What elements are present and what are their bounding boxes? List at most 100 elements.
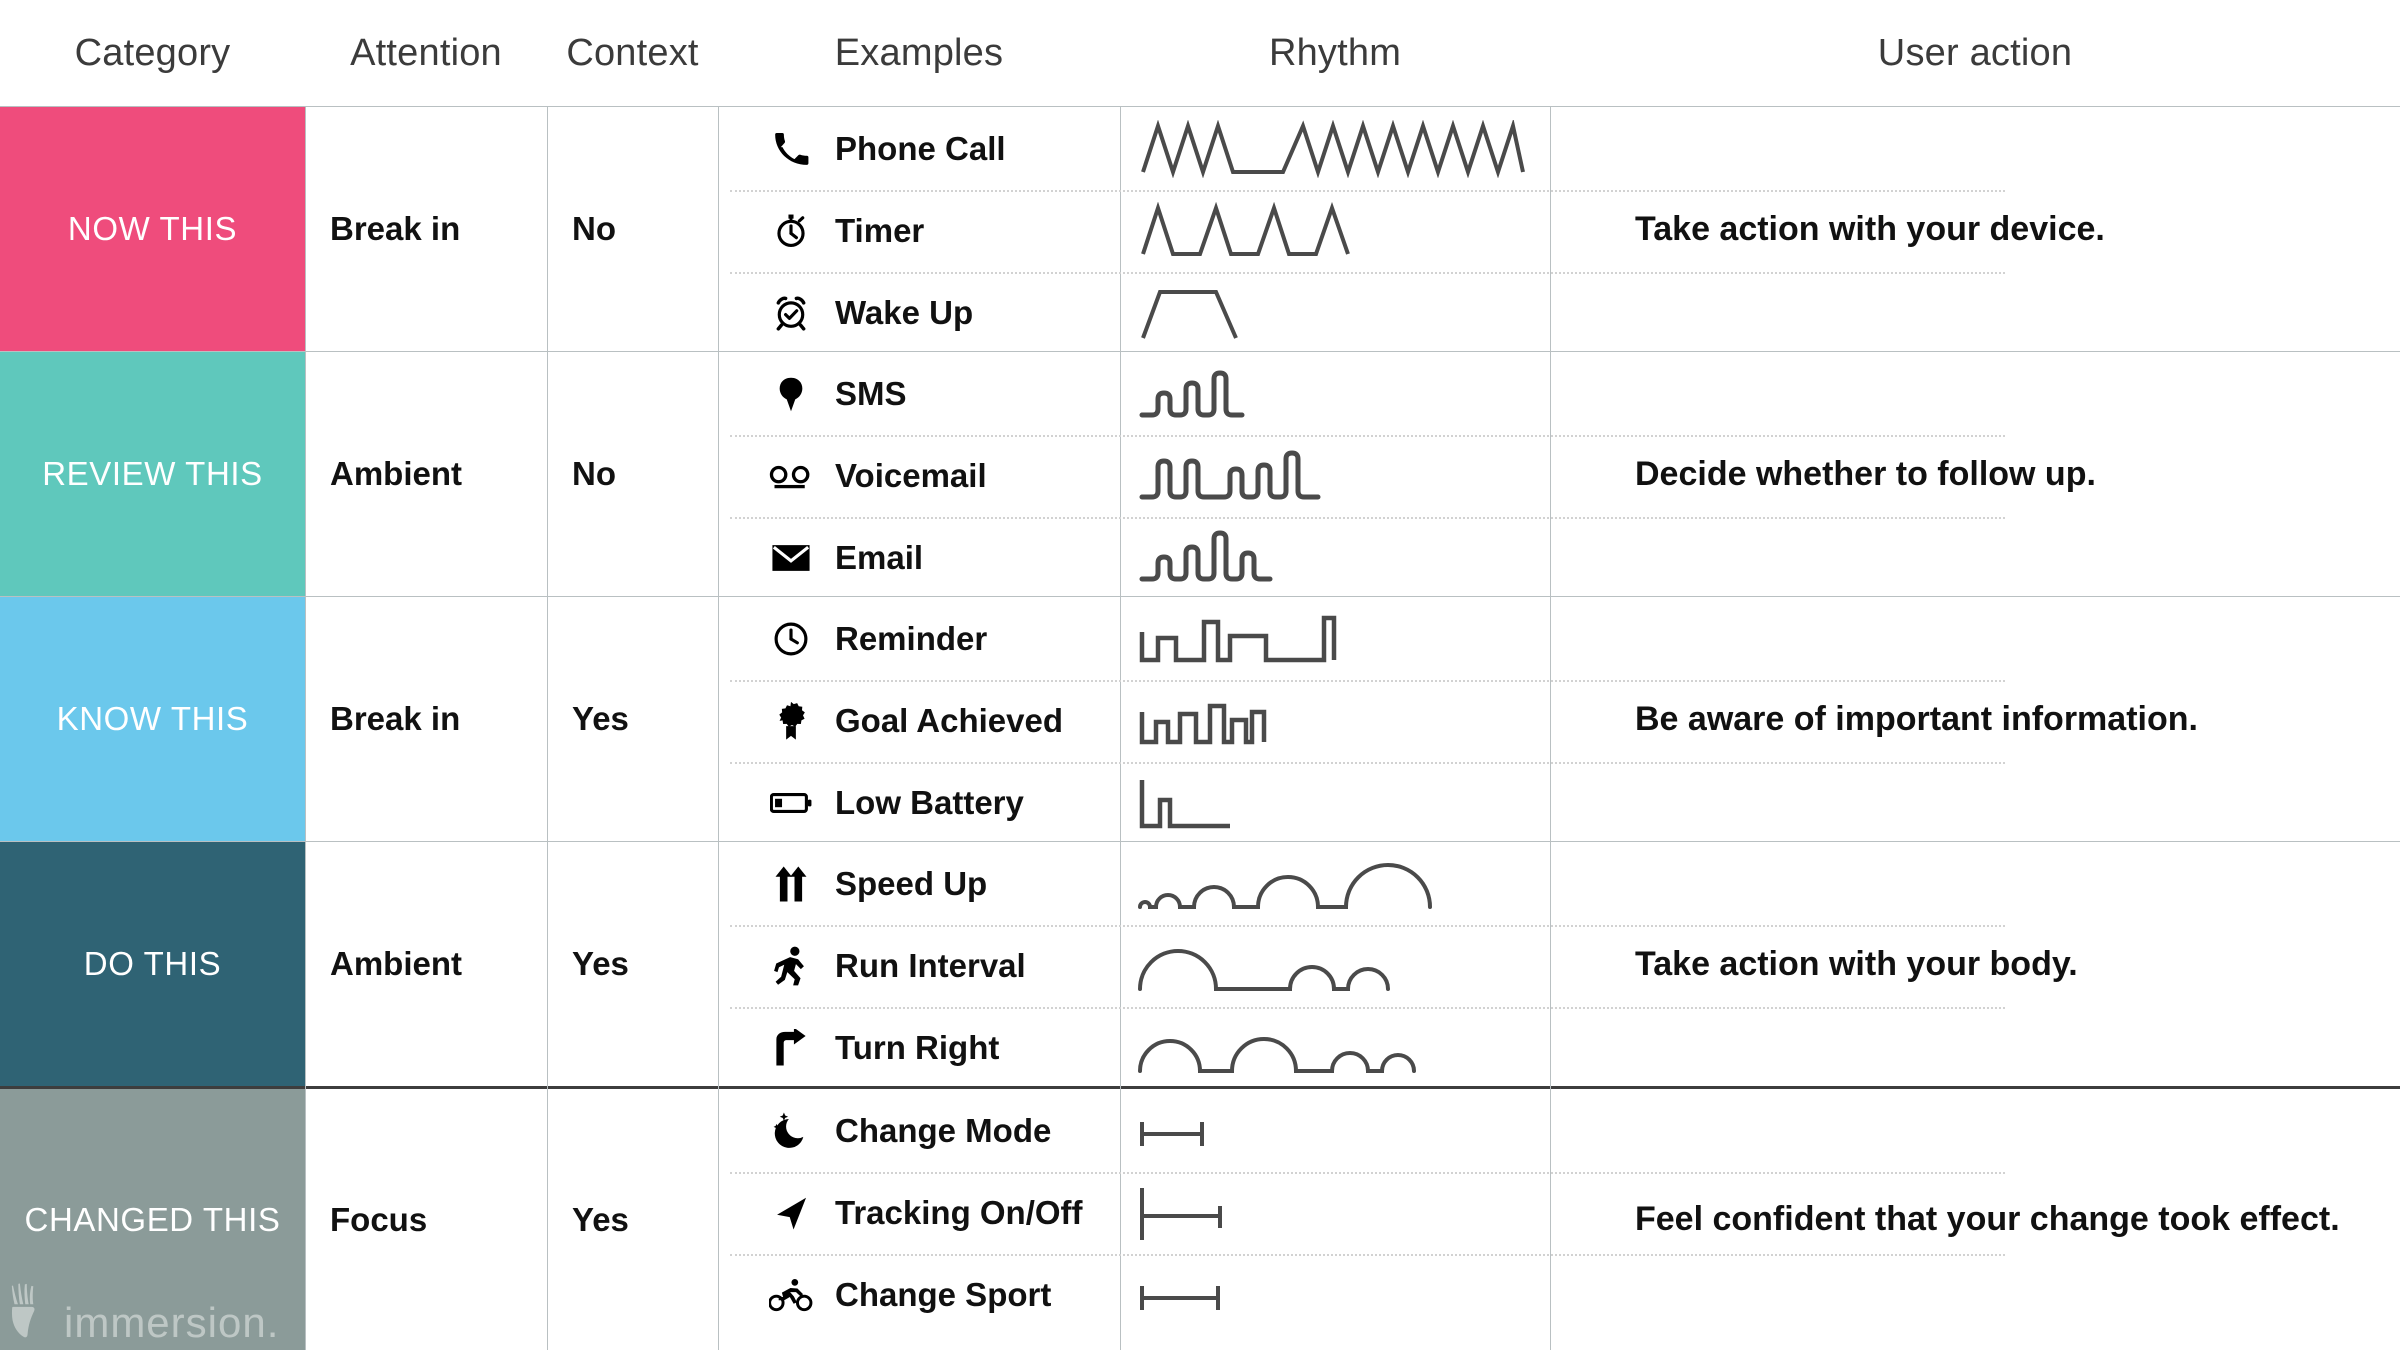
rhythm-cell xyxy=(1120,190,1550,272)
rhythm-cell xyxy=(1120,1172,1550,1254)
double-up-arrow-icon xyxy=(763,861,819,907)
category-swatch-changed-this: CHANGED THIS xyxy=(0,1089,305,1350)
category-label: KNOW THIS xyxy=(56,700,249,737)
example-row: Change Sport xyxy=(718,1254,1120,1336)
example-label: Email xyxy=(835,539,924,576)
navigation-arrow-icon xyxy=(763,1190,819,1236)
col-separator-rhythm xyxy=(1550,106,1551,1350)
rhythm-cell xyxy=(1120,108,1550,190)
rhythm-cell xyxy=(1120,843,1550,925)
example-row: Goal Achieved xyxy=(718,680,1120,762)
column-header-rhythm: Rhythm xyxy=(1268,31,1402,74)
example-row: Turn Right xyxy=(718,1007,1120,1089)
table-header: Category Attention Context Examples Rhyt… xyxy=(0,0,2400,106)
useraction-value-row-1: Take action with your device. xyxy=(1635,209,2105,248)
column-header-examples: Examples xyxy=(834,31,1004,74)
col-separator-category xyxy=(305,106,306,1350)
example-label: Run Interval xyxy=(835,947,1026,984)
turn-right-arrow-icon xyxy=(763,1025,819,1071)
moon-stars-icon xyxy=(763,1108,819,1154)
category-label: DO THIS xyxy=(83,945,222,982)
example-divider xyxy=(730,272,2005,274)
example-label: Wake Up xyxy=(835,294,974,331)
useraction-value-row-3: Be aware of important information. xyxy=(1635,699,2198,738)
example-label: Change Mode xyxy=(835,1112,1052,1149)
row-separator-1 xyxy=(0,351,2400,352)
rhythm-cell xyxy=(1120,762,1550,844)
example-divider xyxy=(730,517,2005,519)
column-header-context: Context xyxy=(566,31,699,74)
example-label: Phone Call xyxy=(835,130,1006,167)
example-divider xyxy=(730,435,2005,437)
context-value-row-5: Yes xyxy=(572,1200,629,1238)
alarm-clock-icon xyxy=(763,290,819,336)
rhythm-cell xyxy=(1120,272,1550,354)
example-divider xyxy=(730,1254,2005,1256)
example-row: Low Battery xyxy=(718,762,1120,844)
example-label: Turn Right xyxy=(835,1029,1000,1066)
runner-icon xyxy=(763,943,819,989)
useraction-value-row-2: Decide whether to follow up. xyxy=(1635,454,2096,493)
example-label: Low Battery xyxy=(835,784,1024,821)
col-separator-context xyxy=(718,106,719,1350)
row-separator-thick xyxy=(0,1086,2400,1089)
example-row: Voicemail xyxy=(718,435,1120,517)
award-badge-icon xyxy=(763,698,819,744)
useraction-value-row-5: Feel confident that your change took eff… xyxy=(1635,1200,2340,1238)
context-value-row-1: No xyxy=(572,210,616,247)
envelope-icon xyxy=(763,535,819,581)
example-label: Speed Up xyxy=(835,865,988,902)
column-header-useraction: User action xyxy=(1877,31,2073,74)
category-label: CHANGED THIS xyxy=(24,1200,281,1238)
category-swatch-review-this: REVIEW THIS xyxy=(0,352,305,596)
example-label: Goal Achieved xyxy=(835,702,1064,739)
category-swatch-know-this: KNOW THIS xyxy=(0,597,305,841)
row-separator-2 xyxy=(0,596,2400,597)
category-label: NOW THIS xyxy=(67,210,238,247)
watermark-text: immersion. xyxy=(64,1299,280,1346)
example-row: SMS xyxy=(718,353,1120,435)
rhythm-cell xyxy=(1120,353,1550,435)
rhythm-cell xyxy=(1120,925,1550,1007)
useraction-value-row-4: Take action with your body. xyxy=(1635,944,2078,983)
row-separator-3 xyxy=(0,841,2400,842)
example-label: Voicemail xyxy=(835,457,987,494)
row-separator-top xyxy=(0,106,2400,107)
example-label: Reminder xyxy=(835,620,988,657)
cyclist-icon xyxy=(763,1272,819,1318)
category-swatch-do-this: DO THIS xyxy=(0,842,305,1086)
context-value-row-4: Yes xyxy=(572,945,629,982)
example-label: Change Sport xyxy=(835,1276,1052,1313)
example-row: Email xyxy=(718,517,1120,599)
example-row: Reminder xyxy=(718,598,1120,680)
attention-value-row-1: Break in xyxy=(330,210,461,247)
rhythm-cell xyxy=(1120,435,1550,517)
rhythm-cell xyxy=(1120,1007,1550,1089)
rhythm-cell xyxy=(1120,598,1550,680)
speech-bubble-icon xyxy=(763,371,819,417)
example-divider xyxy=(730,762,2005,764)
col-separator-examples xyxy=(1120,106,1121,1350)
example-row: Speed Up xyxy=(718,843,1120,925)
example-label: SMS xyxy=(835,375,907,412)
column-header-category: Category xyxy=(74,31,231,74)
example-row: Timer xyxy=(718,190,1120,272)
col-separator-attention xyxy=(547,106,548,1350)
example-divider xyxy=(730,680,2005,682)
example-row: Wake Up xyxy=(718,272,1120,354)
example-divider xyxy=(730,1172,2005,1174)
example-row: Phone Call xyxy=(718,108,1120,190)
clock-icon xyxy=(763,616,819,662)
category-label: REVIEW THIS xyxy=(42,455,263,492)
rhythm-cell xyxy=(1120,1254,1550,1336)
attention-value-row-2: Ambient xyxy=(330,455,462,492)
category-swatch-now-this: NOW THIS xyxy=(0,107,305,351)
example-row: Tracking On/Off xyxy=(718,1172,1120,1254)
example-divider xyxy=(730,1007,2005,1009)
attention-value-row-4: Ambient xyxy=(330,945,462,982)
context-value-row-2: No xyxy=(572,455,616,492)
context-value-row-3: Yes xyxy=(572,700,629,737)
attention-value-row-3: Break in xyxy=(330,700,461,737)
voicemail-icon xyxy=(763,453,819,499)
